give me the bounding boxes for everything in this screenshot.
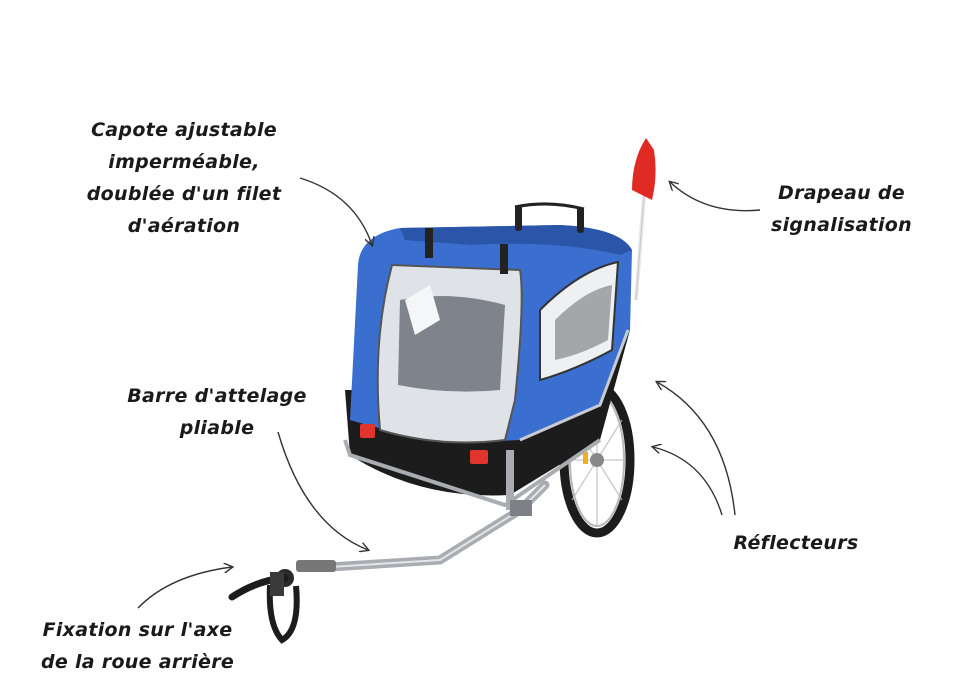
wheel-reflector — [583, 452, 588, 464]
label-canopy: Capote ajustable imperméable, doublée d'… — [86, 119, 282, 237]
arrow-reflector-lower — [653, 447, 723, 516]
arrow-reflector-upper — [657, 382, 736, 516]
arrow-canopy — [299, 177, 372, 245]
label-axle-mount: Fixation sur l'axe de la roue arrière — [40, 619, 235, 673]
arrow-hitch — [277, 431, 368, 550]
label-reflectors: Réflecteurs — [733, 532, 859, 554]
reflector-left — [360, 424, 375, 438]
label-flag: Drapeau de signalisation — [770, 182, 912, 236]
frame — [343, 438, 602, 508]
axle-coupler — [228, 560, 336, 644]
arrow-flag — [670, 182, 761, 212]
reflector-right — [470, 450, 488, 464]
label-hitch-bar: Barre d'attelage pliable — [127, 385, 307, 439]
signal-flag — [632, 138, 656, 200]
side-window — [539, 260, 620, 382]
arrow-axle — [137, 567, 232, 609]
